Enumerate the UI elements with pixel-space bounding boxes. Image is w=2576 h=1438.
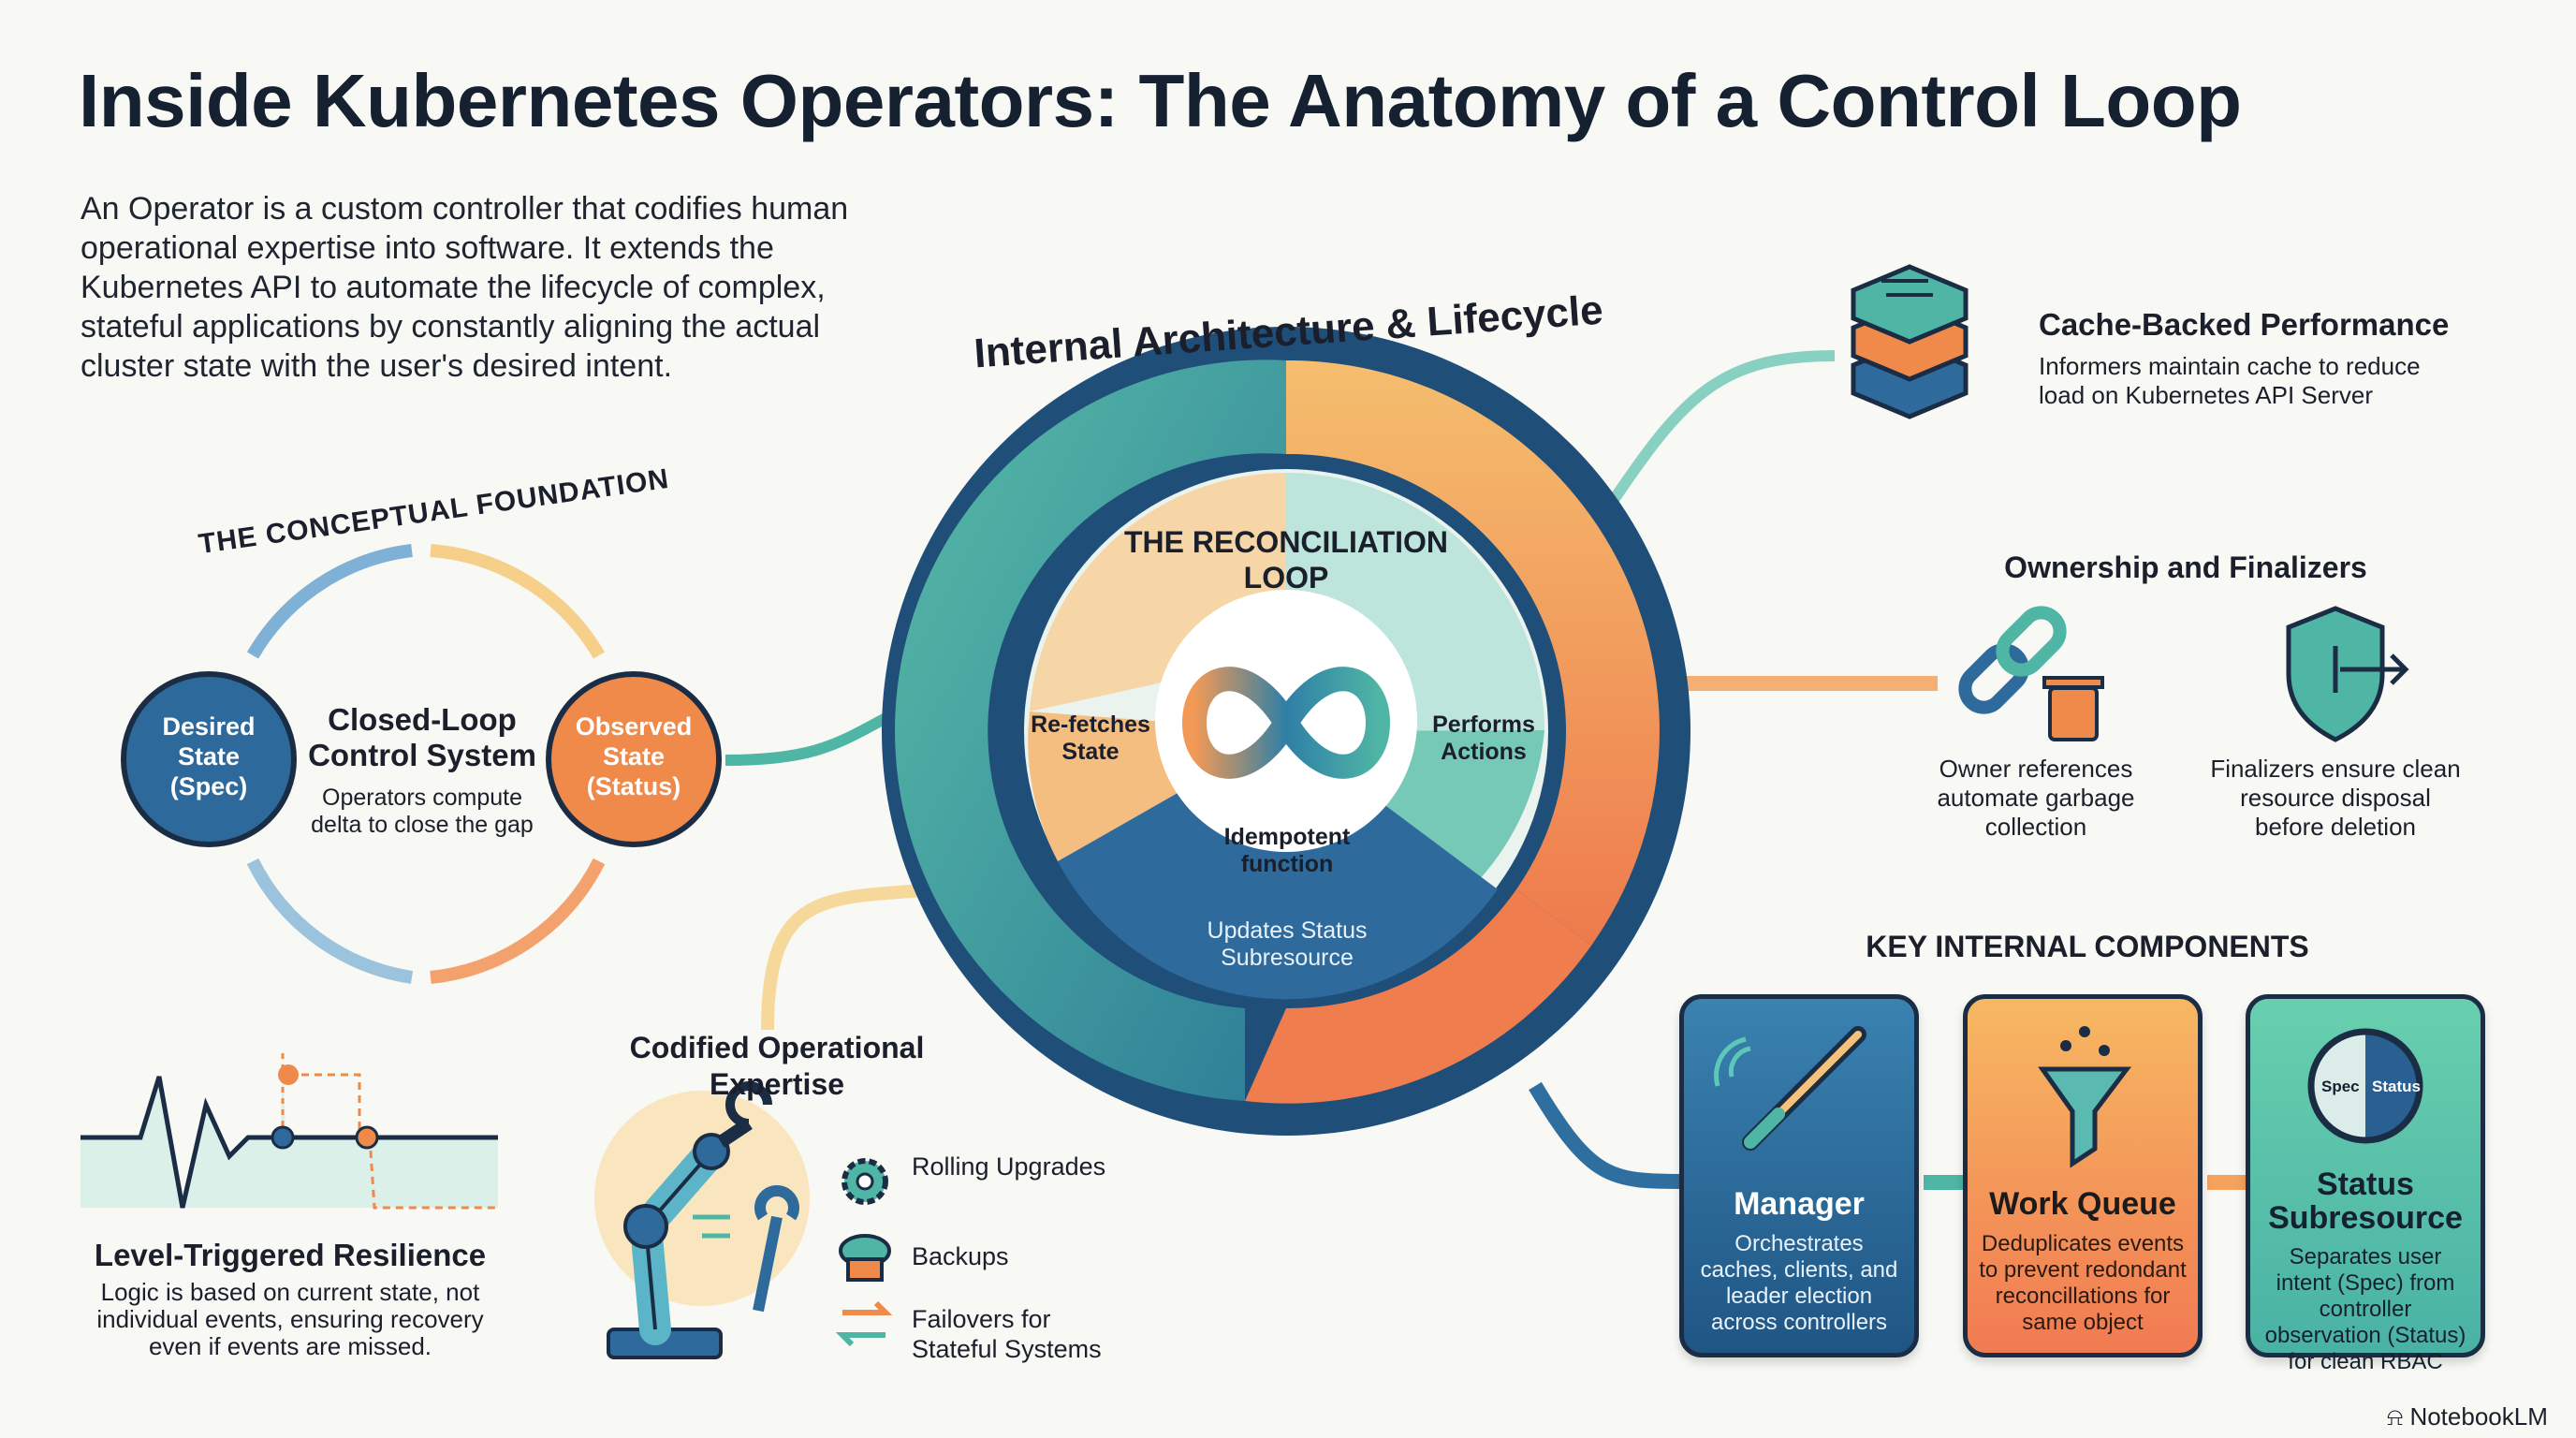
closed-loop-title: Closed-Loop Control System	[308, 702, 536, 772]
infinity-icon	[1181, 667, 1391, 779]
performs-actions-label: Performs Actions	[1432, 712, 1535, 765]
expertise-title: Codified Operational Expertise	[629, 1031, 925, 1101]
observed-state-label: Observed State (Status)	[575, 712, 693, 800]
connector-workqueue-status	[2207, 1175, 2250, 1190]
observed-state-node	[546, 671, 722, 847]
desired-state-label: Desired State (Spec)	[162, 712, 256, 800]
chain-link-icon	[1958, 606, 2067, 714]
intro-paragraph: An Operator is a custom controller that …	[80, 191, 849, 384]
status-subresource-title: Status Subresource	[2268, 1167, 2463, 1236]
ownership-title: Ownership and Finalizers	[2004, 550, 2367, 584]
component-card-manager: Manager Orchestrates caches, clients, an…	[1679, 994, 1919, 1357]
expertise-item-failovers: Failovers for Stateful Systems	[912, 1305, 1102, 1363]
closed-loop-desc: Operators compute delta to close the gap	[311, 785, 534, 838]
owner-references-desc: Owner references automate garbage collec…	[1937, 755, 2135, 841]
connector-components	[1529, 1081, 1686, 1189]
connector-expertise	[761, 883, 937, 1031]
cache-stack-icon	[1851, 264, 1969, 419]
status-label: Status	[2372, 1078, 2421, 1095]
expertise-item-rolling-upgrades: Rolling Upgrades	[912, 1152, 1106, 1181]
funnel-icon	[2038, 1026, 2132, 1168]
components-heading: KEY INTERNAL COMPONENTS	[1866, 930, 2309, 963]
gear-icon	[842, 1158, 888, 1205]
trash-icon	[2042, 676, 2104, 741]
foundation-ring	[246, 544, 606, 984]
brand-label: NotebookLM	[2409, 1402, 2548, 1431]
heartbeat-chart-icon	[80, 1049, 498, 1210]
idempotent-function-label: Idempotent function	[1223, 824, 1351, 877]
notebooklm-brand: ⍾ NotebookLM	[2387, 1402, 2548, 1432]
reconciliation-loop-heading: THE RECONCILIATION LOOP	[1123, 525, 1449, 594]
manager-title: Manager	[1734, 1186, 1865, 1222]
resilience-desc: Logic is based on current state, not ind…	[96, 1278, 484, 1360]
swap-arrows-icon	[835, 1300, 893, 1347]
spec-label: Spec	[2321, 1078, 2360, 1095]
connector-manager-workqueue	[1924, 1175, 1967, 1190]
notebooklm-logo-icon: ⍾	[2387, 1402, 2410, 1431]
expertise-item-backups: Backups	[912, 1242, 1009, 1270]
cache-title: Cache-Backed Performance	[2039, 307, 2450, 342]
wand-icon	[1713, 1026, 1866, 1151]
page-title: Inside Kubernetes Operators: The Anatomy…	[79, 59, 2242, 142]
status-subresource-desc: Separates user intent (Spec) from contro…	[2264, 1244, 2466, 1374]
updates-status-label: Updates Status Subresource	[1207, 917, 1368, 971]
component-card-status-subresource: Spec Status Status Subresource Separates…	[2246, 994, 2485, 1374]
spec-status-split-icon	[2307, 1028, 2423, 1144]
component-card-work-queue: Work Queue Deduplicates events to preven…	[1963, 994, 2203, 1357]
finalizers-desc: Finalizers ensure clean resource disposa…	[2210, 755, 2461, 841]
connector-foundation	[724, 706, 901, 766]
resilience-title: Level-Triggered Resilience	[94, 1238, 487, 1272]
connector-cache	[1605, 350, 1836, 509]
shield-exit-icon	[2286, 606, 2409, 742]
desired-state-node	[121, 671, 297, 847]
work-queue-title: Work Queue	[1989, 1186, 2176, 1222]
work-queue-desc: Deduplicates events to prevent redondant…	[1979, 1231, 2187, 1335]
robot-arm-icon	[594, 1081, 810, 1359]
database-cloud-icon	[839, 1234, 891, 1282]
cache-desc: Informers maintain cache to reduce load …	[2039, 352, 2421, 409]
refetch-state-label: Re-fetches State	[1031, 712, 1150, 765]
manager-desc: Orchestrates caches, clients, and leader…	[1700, 1231, 1898, 1335]
